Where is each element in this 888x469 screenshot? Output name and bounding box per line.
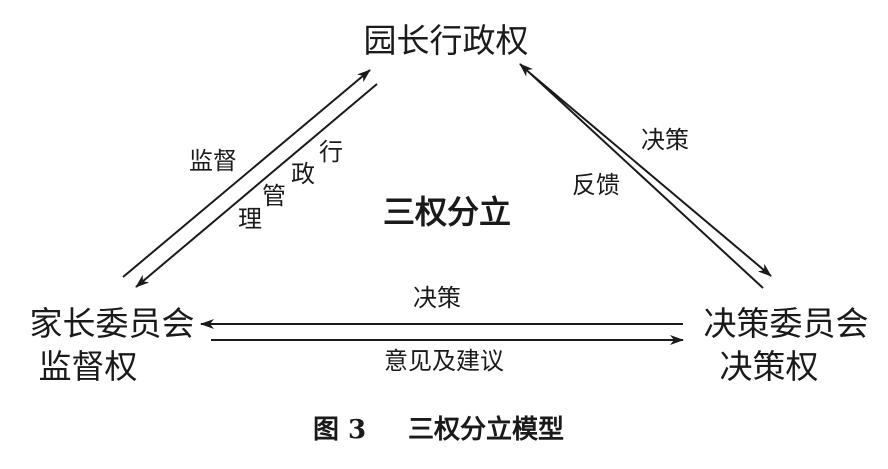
- node-parent-committee-line2: 监督权: [39, 347, 138, 386]
- figure-caption-title: 三权分立模型: [408, 414, 564, 445]
- edge-label-opinions-suggestions: 意见及建议: [384, 347, 504, 375]
- node-parent-committee-line1: 家长委员会: [30, 304, 195, 343]
- edge-label-xing: 行: [319, 138, 343, 166]
- node-decision-committee-line1: 决策委员会: [704, 304, 869, 343]
- arrow-parent-to-principal: [122, 69, 371, 278]
- edge-label-zheng: 政: [291, 160, 315, 188]
- figure-caption-label: 图 3: [313, 415, 366, 445]
- node-principal-administrative-power: 园长行政权: [364, 21, 529, 60]
- edge-label-decision-bottom: 决策: [413, 284, 461, 312]
- edge-label-feedback: 反馈: [572, 171, 620, 199]
- edge-label-guan: 管: [262, 182, 286, 210]
- center-label: 三权分立: [383, 193, 511, 231]
- arrow-principal-to-parent: [135, 83, 378, 288]
- arrow-decision-to-principal: [519, 63, 764, 289]
- arrow-principal-to-decision: [530, 73, 772, 277]
- edge-label-decision-right: 决策: [641, 126, 689, 154]
- edge-label-supervise: 监督: [189, 147, 237, 175]
- node-decision-committee-line2: 决策权: [720, 347, 819, 386]
- edge-label-li: 理: [238, 205, 262, 233]
